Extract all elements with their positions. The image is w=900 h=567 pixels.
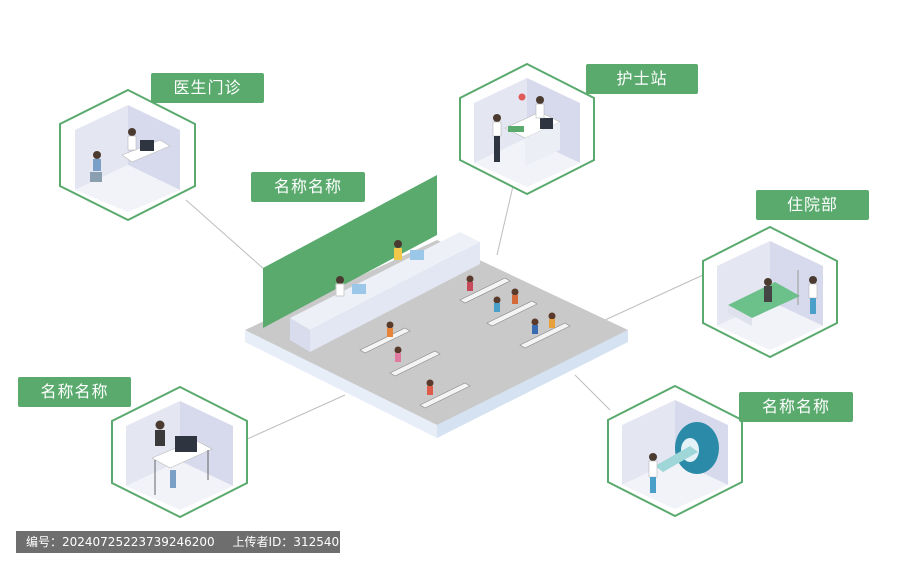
office-desk-scene-hexagon — [111, 385, 248, 519]
mri-scanner-scene-hexagon — [607, 384, 743, 518]
hall-green-wall — [263, 175, 437, 328]
node-label-office: 名称名称 — [18, 377, 131, 407]
clinic-scene-hexagon — [59, 88, 196, 222]
connector-nurse — [496, 185, 514, 256]
connector-lines — [185, 185, 704, 441]
node-label-inpatient: 住院部 — [756, 190, 869, 220]
node-label-clinic: 医生门诊 — [151, 73, 264, 103]
node-label-mri: 名称名称 — [739, 392, 853, 422]
connector-office — [244, 394, 346, 441]
waiting-benches — [359, 277, 571, 409]
reception-counter-top — [290, 232, 480, 330]
image-info-footer: 编号：20240725223739246200 上传者ID：3125402 — [16, 531, 340, 553]
inpatient-ward-scene-hexagon — [702, 225, 838, 359]
connector-inpatient — [604, 274, 704, 321]
connector-clinic — [185, 199, 266, 271]
nurse-station-scene-hexagon — [459, 62, 595, 196]
waiting-patients — [386, 275, 556, 395]
uploader-id-text: 上传者ID：3125402 — [232, 535, 340, 549]
connector-mri — [574, 374, 611, 411]
node-label-nurse-station: 护士站 — [586, 64, 698, 94]
image-id-text: 编号：20240725223739246200 — [26, 535, 215, 549]
waiting-hall-scene — [245, 175, 628, 438]
node-label-center: 名称名称 — [251, 172, 365, 202]
